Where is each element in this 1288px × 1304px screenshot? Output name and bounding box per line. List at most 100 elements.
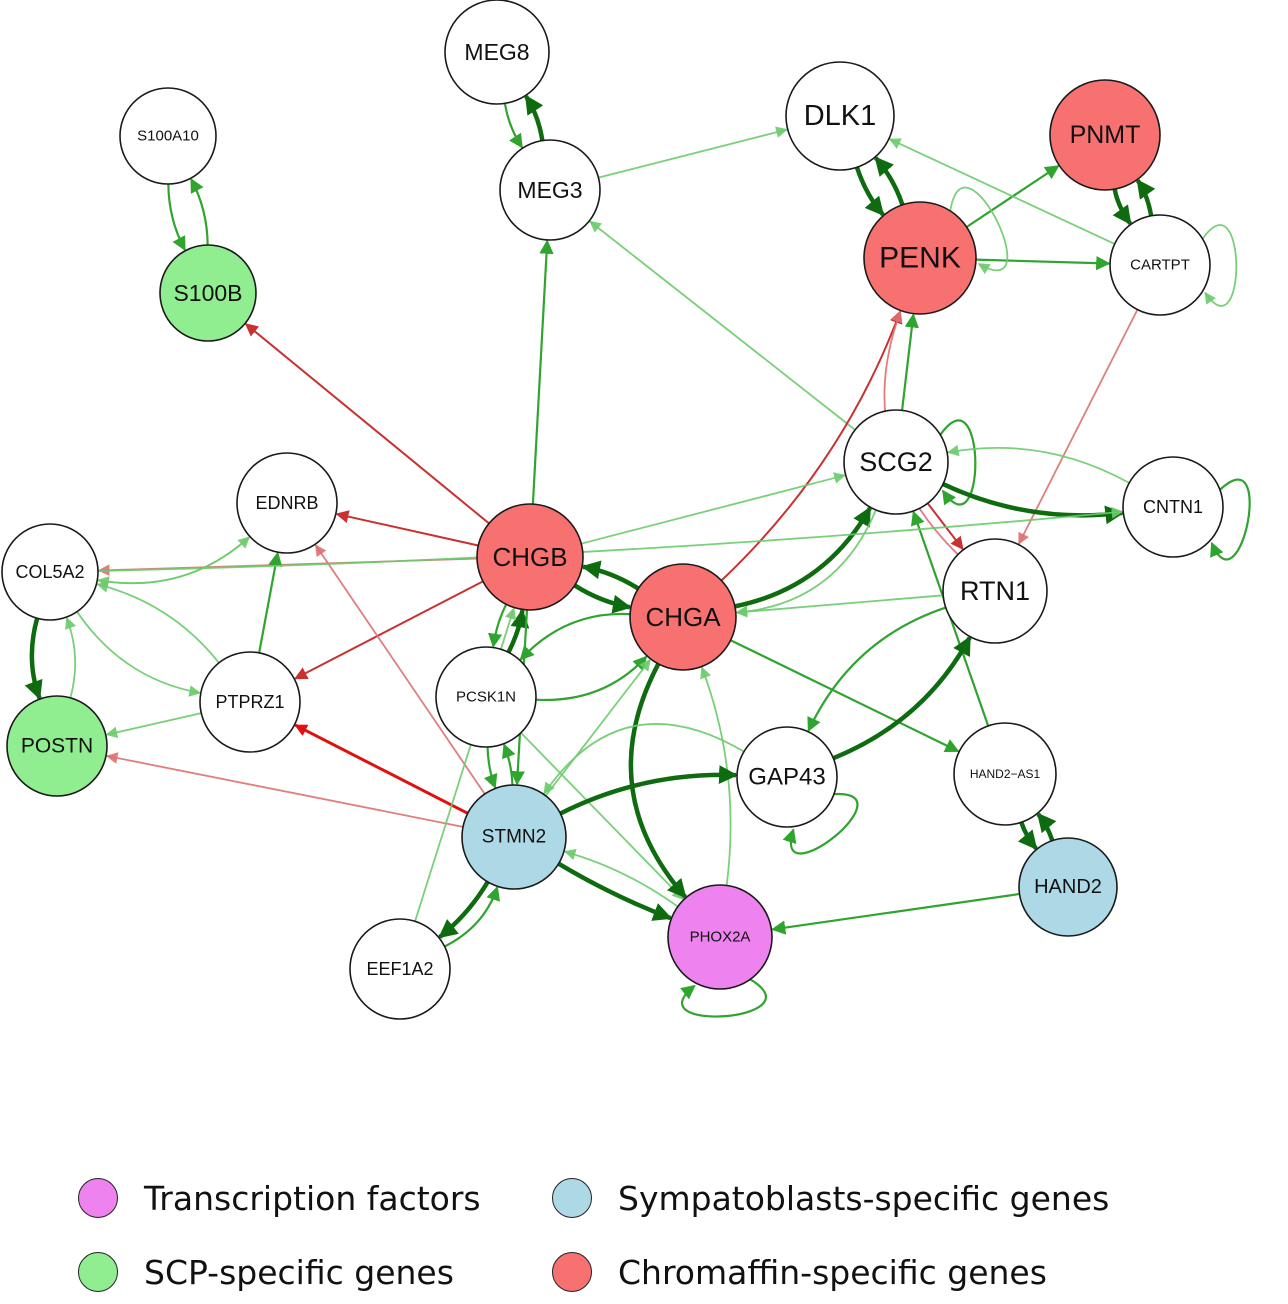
node-circle-pcsk1n	[435, 646, 537, 748]
edge-pnmt-to-cartpt	[1112, 188, 1133, 226]
node-meg8: MEG8	[444, 0, 550, 105]
node-label-chga: CHGA	[645, 602, 721, 632]
edge-dlk1-to-penk	[854, 166, 885, 217]
edge-cntn1-to-cntn1	[1210, 478, 1251, 561]
edge-cartpt-to-cartpt	[1201, 224, 1238, 307]
node-pnmt: PNMT	[1049, 79, 1161, 191]
node-scg2: SCG2	[843, 409, 949, 515]
node-label-postn: POSTN	[21, 735, 93, 758]
edge-chga-to-scg2	[734, 506, 872, 609]
legend-item-sympatoblasts: Sympatoblasts-specific genes	[552, 1178, 1109, 1218]
edge-scg2-to-cntn1	[942, 482, 1125, 525]
node-cntn1: CNTN1	[1122, 456, 1224, 558]
node-circle-ptprz1	[199, 651, 301, 753]
node-cartpt: CARTPT	[1109, 214, 1211, 316]
edge-ednrb-to-col5a2	[97, 535, 251, 588]
edge-penk-to-dlk1	[874, 156, 905, 206]
node-hand2-as1: HAND2−AS1	[953, 722, 1057, 826]
edge-chgb-to-ednrb	[335, 510, 479, 547]
node-circle-rtn1	[942, 538, 1048, 644]
edge-scg2-to-scg2	[939, 419, 977, 506]
edge-chgb-to-pcsk1n	[487, 603, 508, 648]
edge-stmn2-to-eef1a2	[438, 880, 490, 939]
node-label-ptprz1: PTPRZ1	[215, 692, 284, 712]
edge-cartpt-to-pnmt	[1135, 178, 1156, 217]
edge-chgb-to-s100b	[244, 323, 490, 525]
edge-scg2-to-penk	[900, 313, 919, 411]
node-circle-postn	[6, 695, 108, 797]
legend-swatch-chromaffin	[552, 1252, 592, 1292]
edge-col5a2-to-ptprz1	[76, 611, 201, 697]
node-label-eef1a2: EEF1A2	[366, 959, 433, 979]
node-label-cartpt: CARTPT	[1130, 257, 1190, 274]
edge-phox2a-to-phox2a	[680, 978, 767, 1018]
edge-hand2-as1-to-hand2	[1017, 821, 1038, 850]
edge-cartpt-to-rtn1	[1018, 309, 1139, 545]
node-rtn1: RTN1	[942, 538, 1048, 644]
node-gap43: GAP43	[736, 726, 838, 828]
node-circle-hand2	[1018, 837, 1118, 937]
edge-postn-to-col5a2	[64, 616, 77, 699]
node-circle-dlk1	[785, 61, 895, 171]
node-col5a2: COL5A2	[1, 523, 99, 621]
node-ptprz1: PTPRZ1	[199, 651, 301, 753]
node-label-hand2-as1: HAND2−AS1	[970, 767, 1041, 781]
node-circle-cartpt	[1109, 214, 1211, 316]
node-penk: PENK	[863, 201, 977, 315]
edge-ptprz1-to-col5a2	[96, 581, 220, 664]
node-label-cntn1: CNTN1	[1143, 497, 1203, 517]
edge-s100a10-to-s100b	[167, 183, 186, 252]
node-circle-eef1a2	[349, 918, 451, 1020]
node-ednrb: EDNRB	[236, 452, 338, 554]
node-circle-hand2-as1	[953, 722, 1057, 826]
node-label-hand2: HAND2	[1034, 876, 1102, 898]
node-label-pcsk1n: PCSK1N	[456, 689, 516, 706]
edge-phox2a-to-stmn2	[563, 848, 679, 908]
legend-item-transcription-factors: Transcription factors	[78, 1178, 481, 1218]
node-label-scg2: SCG2	[859, 447, 933, 477]
node-label-gap43: GAP43	[748, 764, 825, 791]
edge-cntn1-to-scg2	[946, 444, 1130, 484]
legend-swatch-sympatoblasts	[552, 1178, 592, 1218]
node-circle-scg2	[843, 409, 949, 515]
node-label-penk: PENK	[879, 242, 961, 275]
edge-chgb-to-scg2	[581, 472, 846, 545]
edge-chga-to-chgb	[581, 560, 640, 591]
edge-gap43-to-rtn1	[832, 635, 972, 761]
edge-chgb-to-ptprz1	[294, 580, 484, 680]
edge-chga-to-hand2-as1	[730, 639, 960, 753]
node-circle-ednrb	[236, 452, 338, 554]
edge-pcsk1n-to-phox2a	[520, 732, 684, 900]
edge-col5a2-to-ednrb	[97, 536, 251, 585]
edge-s100b-to-s100a10	[190, 177, 209, 246]
edge-scg2-to-rtn1	[926, 502, 964, 550]
node-hand2: HAND2	[1018, 837, 1118, 937]
node-dlk1: DLK1	[785, 61, 895, 171]
edge-col5a2-to-postn	[24, 617, 43, 700]
edge-hand2-to-phox2a	[771, 892, 1020, 935]
legend-label: Chromaffin-specific genes	[618, 1252, 1047, 1292]
edge-pcsk1n-to-chgb	[506, 608, 530, 654]
node-label-col5a2: COL5A2	[15, 562, 84, 582]
edge-cartpt-to-dlk1	[888, 138, 1116, 245]
legend-swatch-transcription-factors	[78, 1178, 118, 1218]
edge-stmn2-to-phox2a	[557, 861, 673, 921]
node-s100a10: S100A10	[119, 87, 217, 185]
edge-hand2-to-hand2-as1	[1036, 812, 1057, 842]
node-circle-stmn2	[461, 784, 567, 890]
node-label-meg3: MEG3	[517, 177, 582, 203]
edge-meg8-to-meg3	[503, 103, 523, 149]
node-label-stmn2: STMN2	[482, 827, 546, 848]
node-circle-s100b	[159, 244, 257, 342]
node-circle-meg3	[499, 139, 601, 241]
node-label-s100a10: S100A10	[137, 128, 199, 145]
node-circle-pnmt	[1049, 79, 1161, 191]
edge-chga-to-pcsk1n	[519, 612, 631, 661]
legend-item-chromaffin: Chromaffin-specific genes	[552, 1252, 1047, 1292]
edge-penk-to-penk	[949, 186, 1009, 275]
node-pcsk1n: PCSK1N	[435, 646, 537, 748]
edge-ptprz1-to-postn	[105, 712, 202, 739]
